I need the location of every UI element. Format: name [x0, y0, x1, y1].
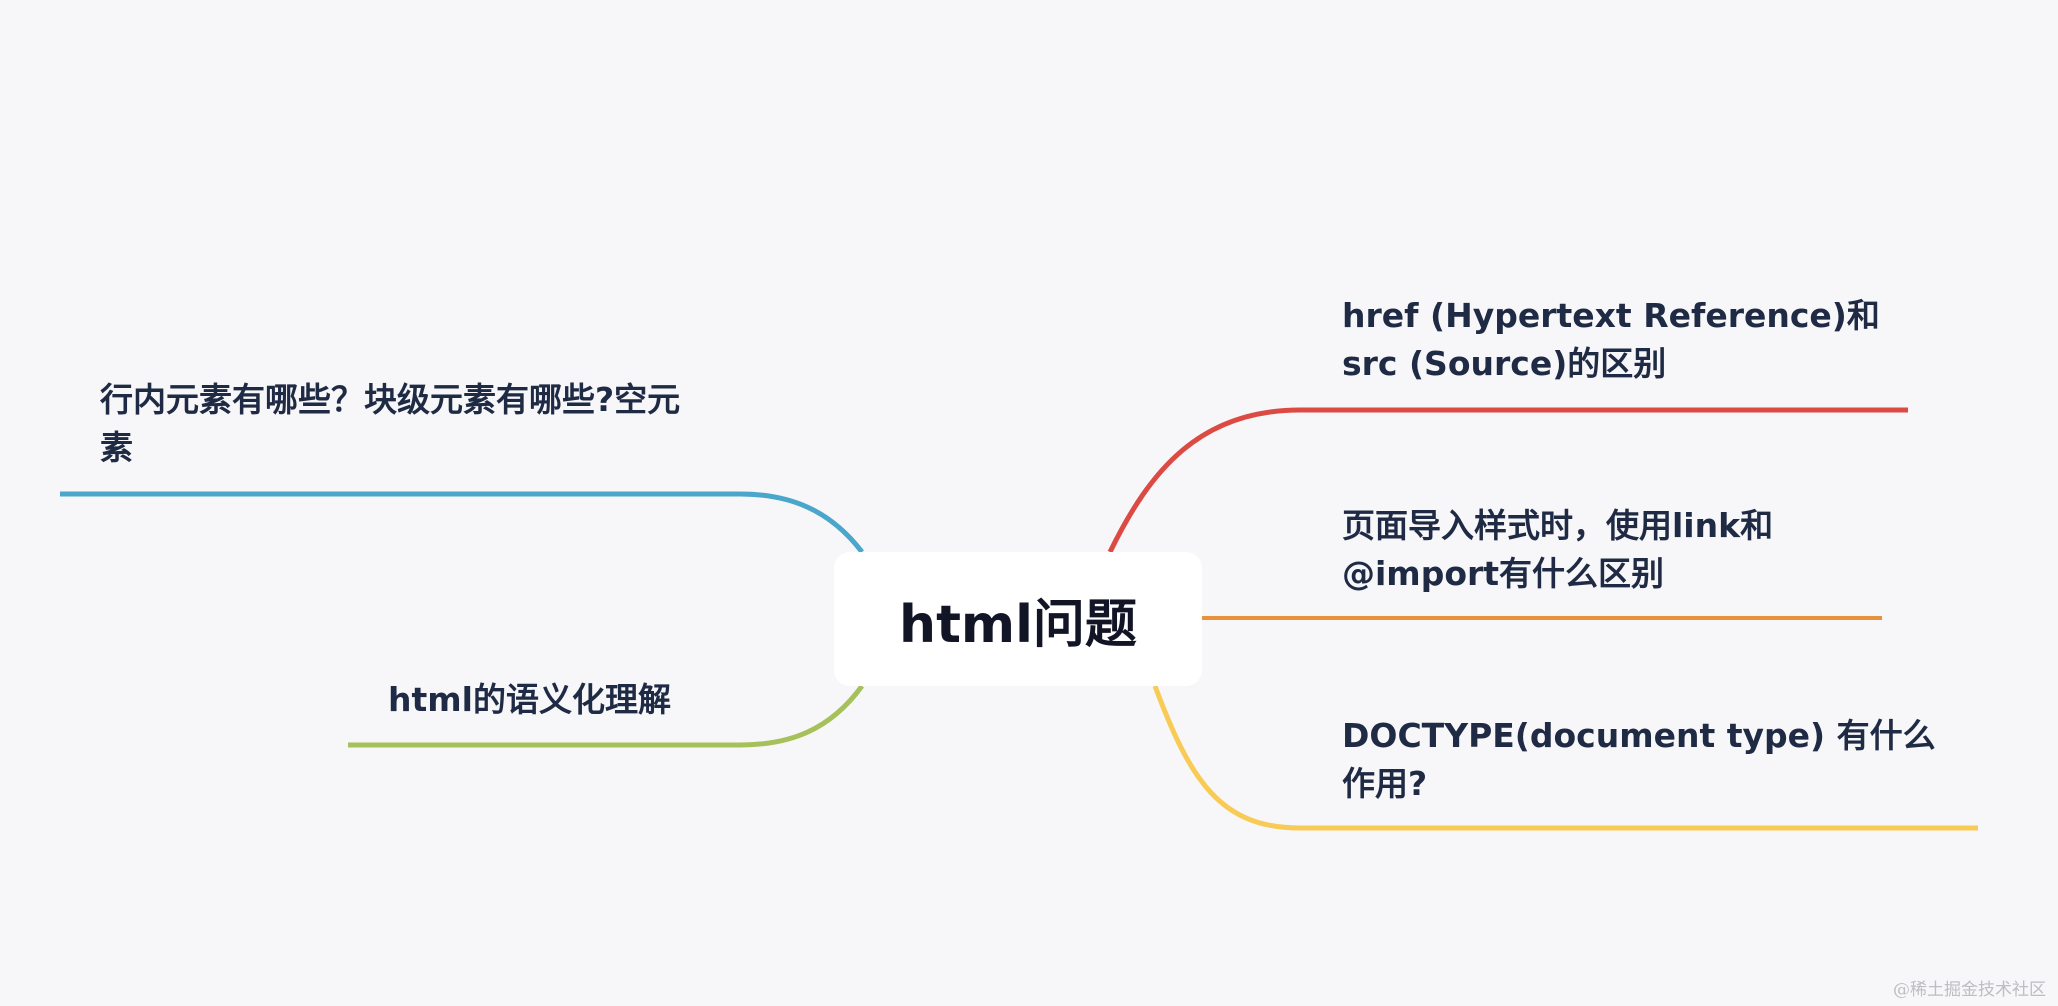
watermark: @稀土掘金技术社区: [1893, 980, 2046, 1000]
topic-link-import[interactable]: 页面导入样式时，使用link和@import有什么区别: [1342, 506, 1774, 593]
branch-line-doctype: [1152, 685, 1978, 831]
branch-line-href-src: [1107, 407, 1908, 554]
root-label: html问题: [899, 594, 1137, 655]
topic-href-src[interactable]: href (Hypertext Reference)和src (Source)的…: [1342, 296, 1880, 383]
branch-line-inline-block: [60, 491, 864, 554]
root-node[interactable]: html问题: [834, 552, 1202, 686]
branch-line-semantic: [348, 684, 865, 748]
topic-doctype[interactable]: DOCTYPE(document type) 有什么作用?: [1342, 716, 1936, 803]
topic-semantic[interactable]: html的语义化理解: [388, 680, 671, 719]
topic-inline-block[interactable]: 行内元素有哪些？块级元素有哪些?空元素: [100, 380, 681, 467]
